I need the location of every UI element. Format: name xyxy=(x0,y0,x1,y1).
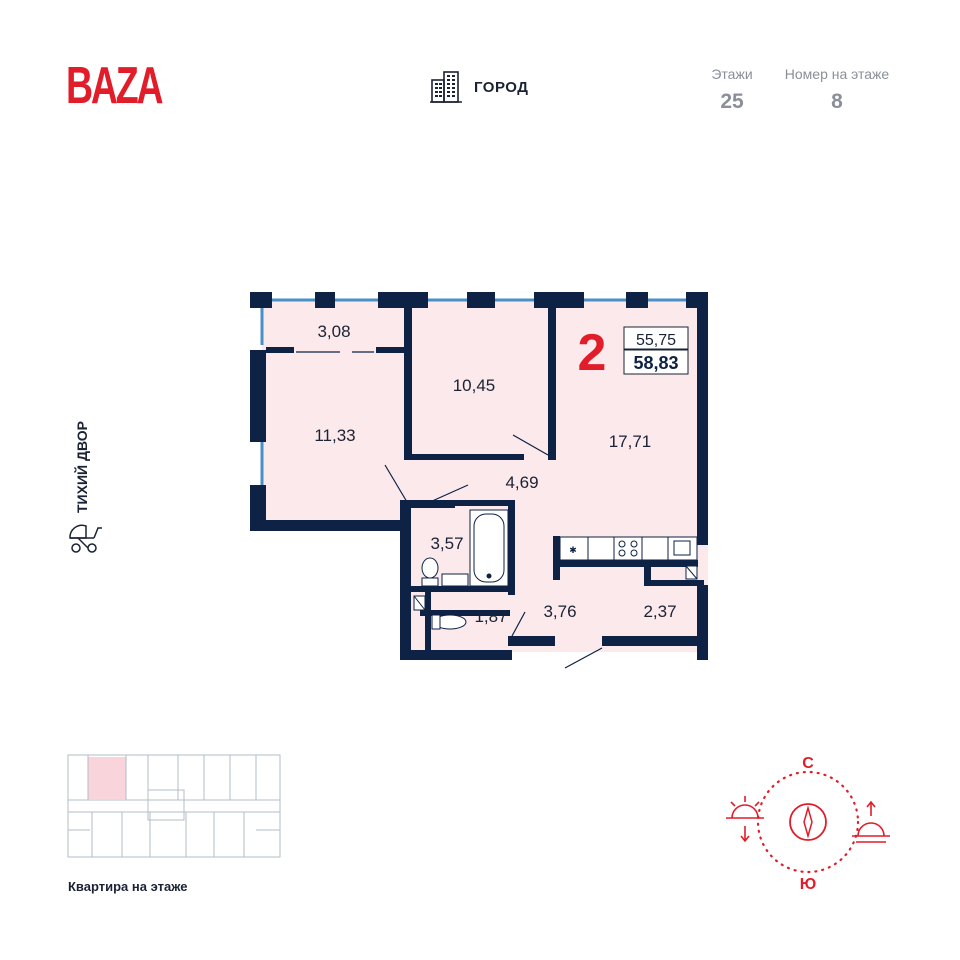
room-area-label: 4,69 xyxy=(505,473,538,492)
floors-label: Этажи xyxy=(711,66,753,82)
total-area-box xyxy=(623,349,689,375)
room-area-label: 2,37 xyxy=(643,602,676,621)
compass-icon xyxy=(803,805,813,839)
side-label: ТИХИЙ ДВОР xyxy=(74,421,90,513)
room-area-label: 1,87 xyxy=(474,607,507,626)
stroller-icon xyxy=(69,524,102,553)
sunset-icon xyxy=(726,796,764,843)
sunrise-icon xyxy=(852,800,890,843)
room-area-label: 17,71 xyxy=(609,432,652,451)
fridge-icon: ✱ xyxy=(569,545,577,555)
building-icon xyxy=(430,71,462,103)
room-area-label: 11,33 xyxy=(314,426,355,445)
living-area: 55,75 xyxy=(636,332,676,349)
compass-south: Ю xyxy=(800,876,817,893)
view-indicator: ГОРОД xyxy=(430,70,528,104)
doors xyxy=(296,351,603,669)
room-area-label: 10,45 xyxy=(453,376,496,395)
compass-north: С xyxy=(802,755,814,772)
view-label: ГОРОД xyxy=(474,78,529,96)
brand-logo: BAZA xyxy=(66,57,164,115)
apt-number-label: Номер на этаже xyxy=(784,66,890,82)
total-area: 58,83 xyxy=(633,353,678,373)
room-count: 2 xyxy=(578,324,607,382)
apt-number-stat: Номер на этаже 8 xyxy=(776,66,898,114)
kitchen-unit xyxy=(559,536,698,580)
room-area-label: 3,76 xyxy=(543,602,576,621)
bathroom-fixtures xyxy=(413,509,509,630)
apartment-highlight xyxy=(88,757,126,799)
floors-value: 25 xyxy=(720,90,744,113)
apt-number-value: 8 xyxy=(831,90,843,113)
floors-stat: Этажи 25 xyxy=(690,66,774,114)
floor-minimap xyxy=(67,754,281,858)
room-area-label: 3,08 xyxy=(317,322,350,341)
compass: С Ю xyxy=(726,755,890,893)
living-area-box xyxy=(623,326,689,350)
floor-plan-caption: Квартира на этаже xyxy=(68,879,188,894)
walls xyxy=(250,292,708,660)
room-area-label: 3,57 xyxy=(430,534,463,553)
